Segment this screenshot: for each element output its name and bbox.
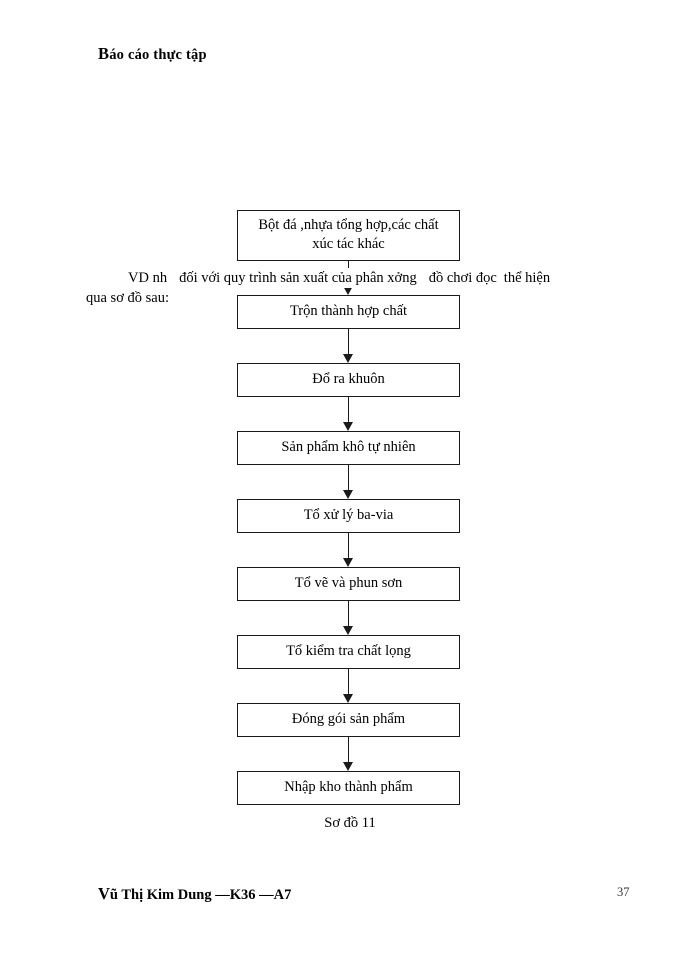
flow-box-label: Tổ kiểm tra chất lọng [286,643,411,659]
flow-box-label-line1: Bột đá ,nhựa tổng hợp,các chất [258,217,439,233]
paragraph-text-d: thể hiện [503,270,551,286]
connector-arrow-5 [237,533,460,567]
connector-stem [348,329,350,356]
flow-box-label: Tổ xử lý ba-via [303,507,394,523]
connector-arrow-8 [237,737,460,771]
connector-arrow-6 [237,601,460,635]
connector-stem [348,669,350,696]
running-footer: Vũ Thị Kim Dung —K36 —A7 [98,884,291,904]
flow-box-mixing: Trộn thành hợp chất [237,295,460,329]
paragraph-text-b: đối với quy trình sản xuất của phân xởng [179,270,417,286]
flow-box-air-drying: Sản phẩm khô tự nhiên [237,431,460,465]
flow-step-8: Đóng gói sản phẩm [237,703,460,737]
connector-stem [348,397,350,424]
connector-arrow-7 [237,669,460,703]
arrowhead-icon [343,286,353,295]
running-header-initial: B [98,44,110,63]
flow-step-1: Bột đá ,nhựa tổng hợp,các chất xúc tác k… [237,210,460,261]
running-header: Báo cáo thực tập [98,44,207,64]
arrowhead-icon [343,626,353,635]
arrowhead-icon [343,354,353,363]
connector-stem [348,465,350,492]
paragraph-text-c: đồ chơi đọc [428,270,497,286]
flow-box-warehouse: Nhập kho thành phẩm [237,771,460,805]
flow-step-9: Nhập kho thành phẩm [237,771,460,805]
flow-box-label: Nhập kho thành phẩm [284,779,413,795]
flow-step-3: Đổ ra khuôn [237,363,460,397]
flow-box-raw-materials: Bột đá ,nhựa tổng hợp,các chất xúc tác k… [237,210,460,261]
connector-arrow-4 [237,465,460,499]
flow-box-quality-control: Tổ kiểm tra chất lọng [237,635,460,669]
running-header-text: áo cáo thực tập [109,47,207,63]
flow-box-label: Tổ vẽ và phun sơn [294,575,403,591]
flow-step-2: Trộn thành hợp chất [237,295,460,329]
figure-caption: Sơ đồ 11 [324,815,376,831]
body-paragraph: VD nh đối với quy trình sản xuất của phân… [86,268,618,308]
connector-arrow-3 [237,397,460,431]
flow-box-label: Đóng gói sản phẩm [291,711,406,727]
paragraph-text-a: VD nh [128,270,168,286]
arrowhead-icon [343,558,353,567]
running-footer-text: ũ Thị Kim Dung —K36 —A7 [109,887,292,903]
page-number: 37 [617,885,630,899]
running-footer-initial: V [98,884,110,903]
flow-box-painting: Tổ vẽ và phun sơn [237,567,460,601]
flow-box-packaging: Đóng gói sản phẩm [237,703,460,737]
flow-step-5: Tổ xử lý ba-via [237,499,460,533]
flow-box-deburring: Tổ xử lý ba-via [237,499,460,533]
connector-stem [348,533,350,560]
paragraph-line-1: VD nh đối với quy trình sản xuất của phân… [86,268,618,288]
flow-box-label-line2: xúc tác khác [312,236,385,252]
flow-step-4: Sản phẩm khô tự nhiên [237,431,460,465]
connector-stem [348,601,350,628]
flow-step-6: Tổ vẽ và phun sơn [237,567,460,601]
paragraph-line-2: qua sơ đồ sau: [86,288,236,308]
flow-box-label: Sản phẩm khô tự nhiên [281,439,416,455]
flow-step-7: Tổ kiểm tra chất lọng [237,635,460,669]
process-flowchart: Bột đá ,nhựa tổng hợp,các chất xúc tác k… [237,210,460,805]
arrowhead-icon [343,490,353,499]
flow-box-label: Đổ ra khuôn [312,371,385,387]
arrowhead-icon [343,694,353,703]
flow-box-label: Trộn thành hợp chất [289,303,408,319]
flow-box-molding: Đổ ra khuôn [237,363,460,397]
connector-stem [348,737,350,764]
connector-arrow-2 [237,329,460,363]
arrowhead-icon [343,422,353,431]
arrowhead-icon [343,762,353,771]
